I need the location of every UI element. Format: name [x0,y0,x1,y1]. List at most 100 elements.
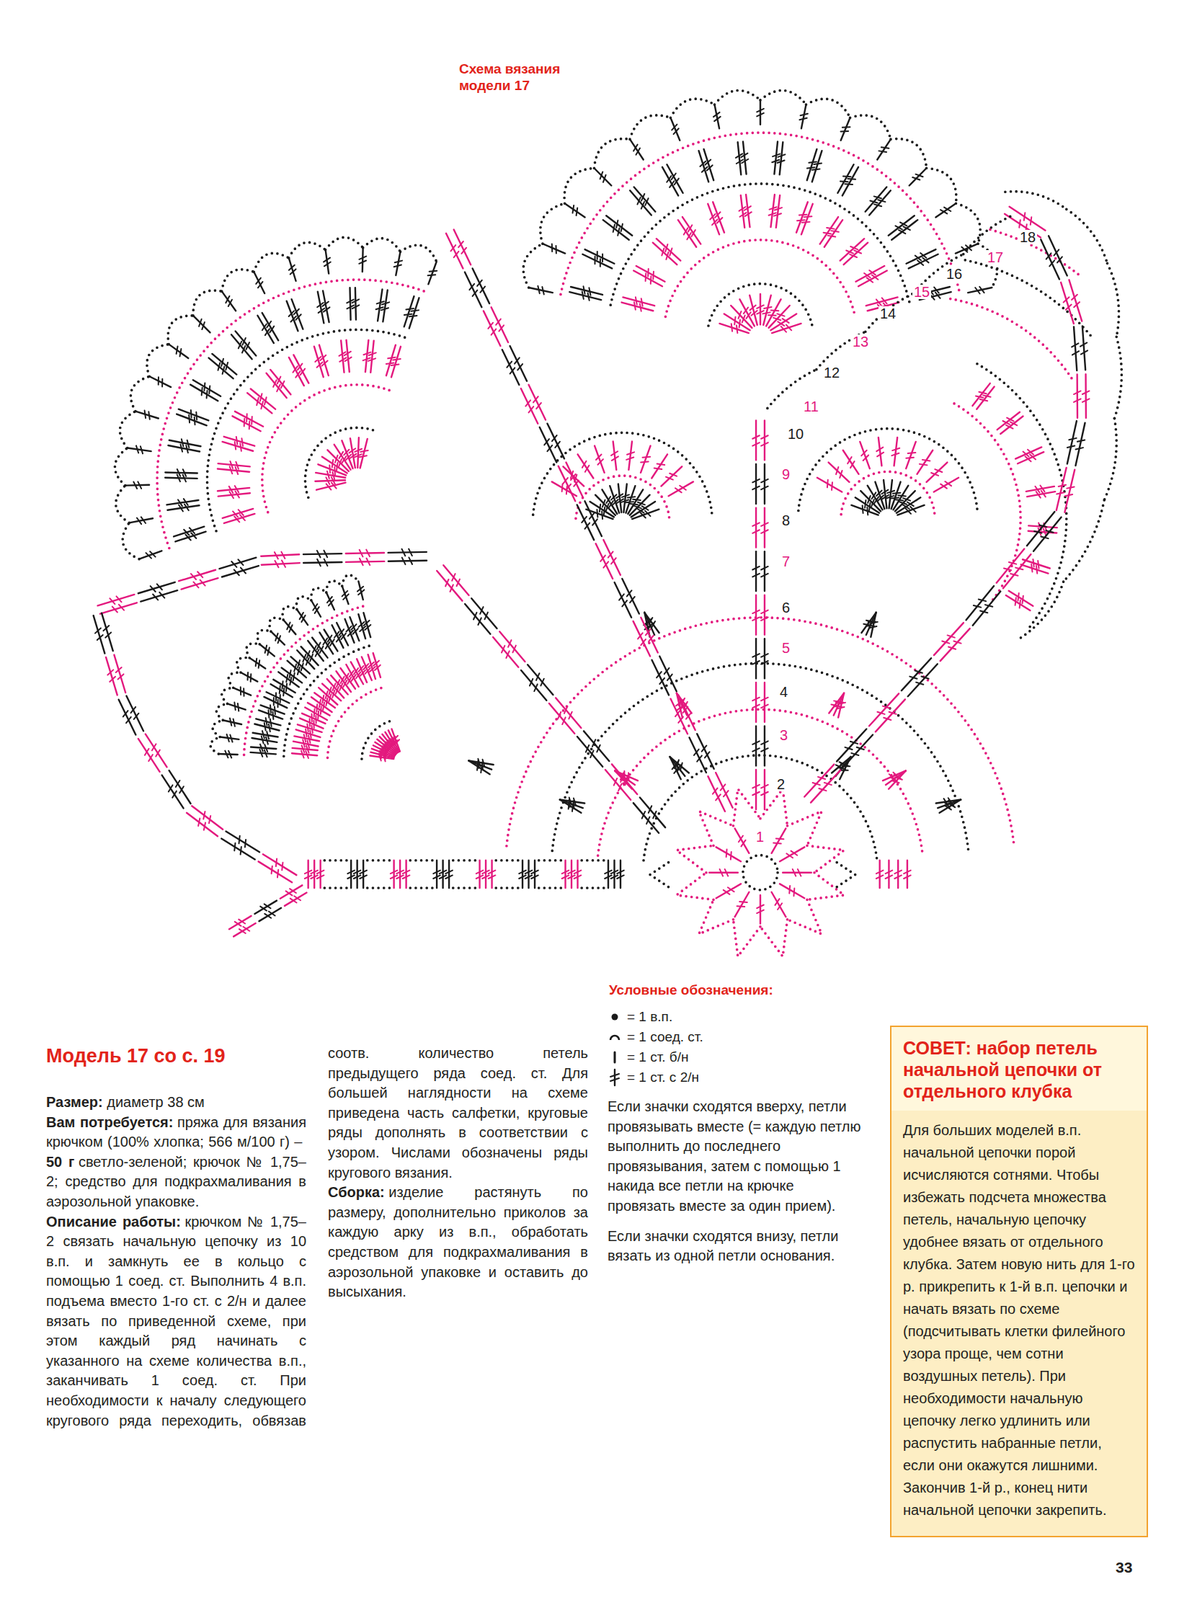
stitch-stroke [776,837,785,840]
stitch-stroke [217,487,250,491]
stitch-stroke [137,481,142,489]
stitch-stroke [381,301,390,305]
stitch-stroke [479,606,483,615]
stitch-stroke [1071,294,1078,300]
stitch-stroke [616,870,625,875]
stitch-stroke [364,624,371,630]
stitch-stroke [176,346,179,354]
chain-dots [325,237,364,250]
page-number: 33 [1115,1558,1133,1577]
chain-dots [743,855,778,891]
chain-dots [798,428,978,511]
stitch-stroke [589,513,595,519]
stitch-stroke [343,680,347,687]
stitch-stroke [763,595,766,635]
stitch-stroke [246,672,249,681]
stitch-stroke [311,713,313,722]
stitch-stroke [402,870,411,875]
chain-dots [1066,208,1108,264]
stitch-stroke [288,624,292,633]
stitch-stroke [640,617,658,653]
stitch-stroke [249,657,266,669]
stitch-stroke [804,764,834,798]
stitch-stroke [291,299,304,330]
stitch-stroke [934,469,942,473]
stitch-stroke [830,482,834,491]
stitch-stroke [851,753,859,756]
stitch-stroke [436,570,462,602]
stitch-stroke [707,776,726,812]
stitch-stroke [227,703,246,710]
legend-note: Если значки сходятся вверху, петли провя… [607,1096,864,1217]
stitch-stroke [283,688,284,697]
stitch-stroke [149,551,156,557]
stitch-stroke [1046,252,1052,259]
stitch-stroke [629,190,652,215]
stitch-stroke [141,516,146,524]
stitch-stroke [656,671,662,678]
stitch-stroke [366,549,370,558]
stitch-stroke [281,552,285,559]
stitch-stroke [266,321,271,328]
stitch-stroke [271,866,273,875]
stitch-stroke [922,258,929,264]
chain-dots [210,736,220,754]
chain-dots [1114,336,1122,418]
stitch-stroke [841,117,851,140]
chain-dots [926,167,957,204]
stitch-stroke [105,632,111,638]
stitch-stroke [125,484,150,487]
stitch-stroke [585,745,589,753]
stitch-stroke [359,870,367,875]
stitch-stroke [648,635,654,642]
stitch-stroke [219,736,239,739]
stitch-stroke [626,456,634,460]
stitch-stroke [266,373,287,398]
stitch-stroke [802,221,811,224]
stitch-stroke [404,314,413,315]
bold-lead: 50 г [46,1153,75,1170]
stitch-stroke [347,677,351,684]
stitch-stroke [712,787,718,794]
row-number: 10 [786,426,805,442]
stitch-stroke [261,562,300,566]
stitch-stroke [345,552,385,555]
stitch-stroke [239,928,246,934]
stitch-stroke [761,660,769,665]
stitch-stroke [304,734,307,742]
stitch-stroke [894,774,901,779]
stitch-stroke [325,691,328,699]
stitch-stroke [740,195,745,228]
stitch-stroke [246,342,250,350]
stitch-stroke [386,345,396,376]
stitch-stroke [528,384,546,421]
stitch-stroke [756,108,764,113]
stitch-stroke [443,565,469,596]
stitch-stroke [576,860,578,888]
stitch-stroke [602,500,606,508]
stitch-stroke [198,818,200,826]
stitch-stroke [763,420,766,460]
stitch-stroke [574,870,582,875]
chain-dots [363,238,401,253]
stitch-stroke [633,802,659,834]
stitch-stroke [752,573,760,578]
stitch-stroke [792,869,797,877]
stitch-stroke [308,735,311,743]
stitch-stroke [917,260,924,266]
stitch-stroke [826,479,829,488]
stitch-stroke [600,555,606,562]
stitch-stroke [358,665,364,672]
stitch-stroke [646,816,650,824]
chain-dots [237,657,250,673]
stitch-stroke [704,751,710,758]
stitch-stroke [1073,390,1082,395]
stitch-stroke [752,792,760,796]
article-body: Модель 17 со с. 19Размер:диаметр 38 смВа… [46,1043,589,1448]
stitch-stroke [322,695,324,703]
stitch-stroke [203,811,205,819]
chain-dots [342,575,359,586]
stitch-stroke [190,532,197,539]
stitch-stroke [290,898,297,904]
stitch-stroke [629,503,638,505]
